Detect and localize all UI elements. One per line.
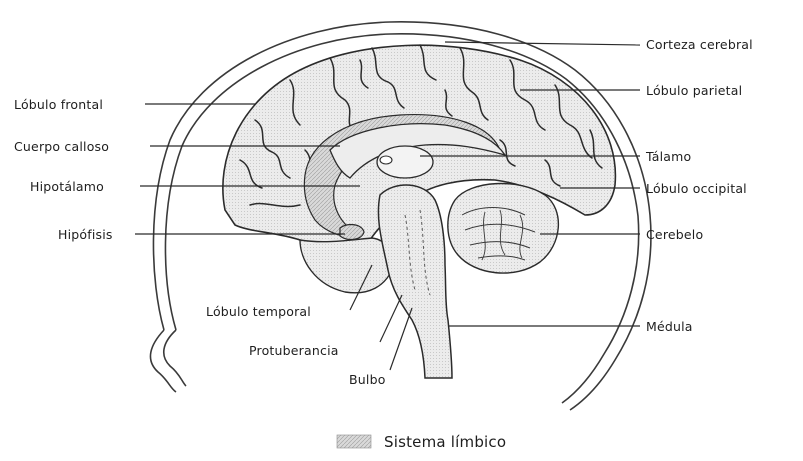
label-lobulo-occipital: Lóbulo occipital: [646, 181, 747, 196]
cerebellum: [448, 184, 559, 274]
label-hipofisis: Hipófisis: [58, 227, 113, 242]
label-hipotalamo: Hipotálamo: [30, 179, 104, 194]
label-lobulo-temporal: Lóbulo temporal: [206, 304, 311, 319]
label-lobulo-parietal: Lóbulo parietal: [646, 83, 742, 98]
label-medula: Médula: [646, 319, 693, 334]
label-protuberancia: Protuberancia: [249, 343, 339, 358]
label-corteza-cerebral: Corteza cerebral: [646, 37, 753, 52]
legend: Sistema límbico: [337, 433, 506, 451]
label-lobulo-frontal: Lóbulo frontal: [14, 97, 103, 112]
temporal-lobe: [300, 238, 393, 293]
brainstem: [378, 185, 452, 378]
legend-label: Sistema límbico: [384, 433, 506, 451]
label-bulbo: Bulbo: [349, 372, 386, 387]
label-talamo: Tálamo: [645, 149, 691, 164]
thalamus: [377, 146, 433, 178]
legend-swatch: [337, 435, 371, 448]
label-cuerpo-calloso: Cuerpo calloso: [14, 139, 109, 154]
pituitary: [340, 225, 364, 240]
label-cerebelo: Cerebelo: [646, 227, 703, 242]
